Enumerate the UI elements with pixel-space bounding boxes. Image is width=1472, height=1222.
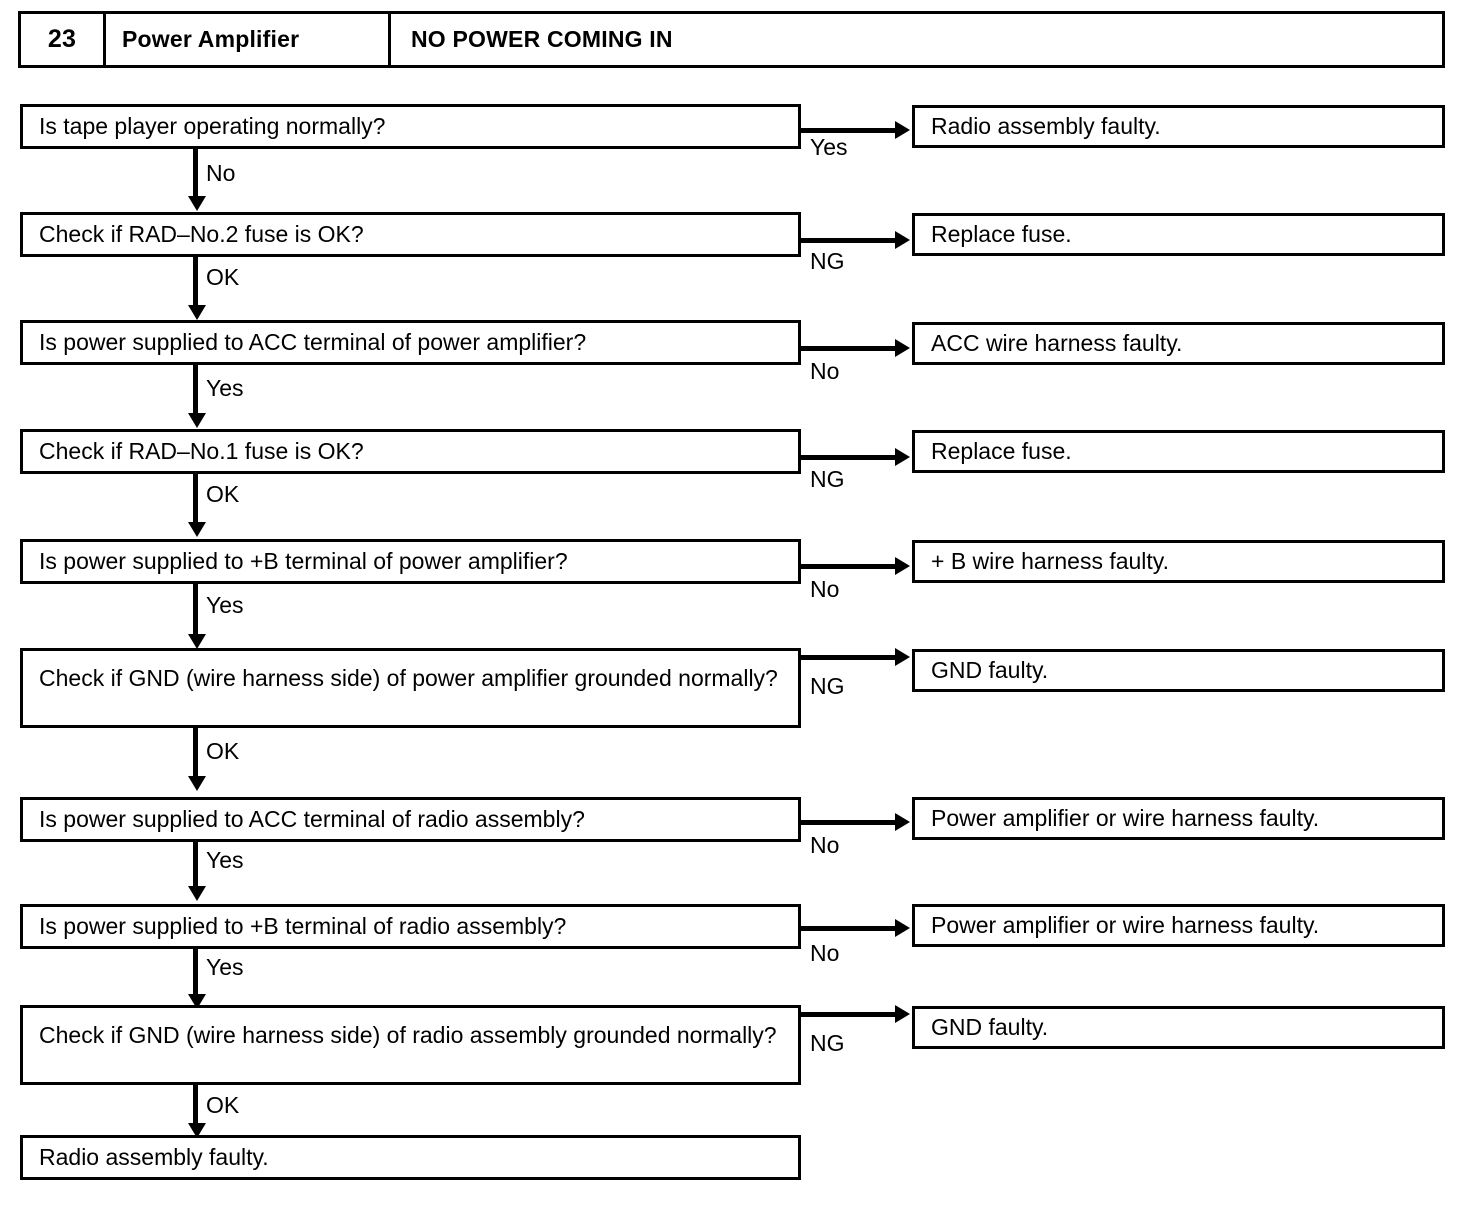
branch-arrowhead-8 [895,919,910,937]
question-box-4[interactable]: Check if RAD–No.1 fuse is OK? [20,429,801,474]
question-text-9: Check if GND (wire harness side) of radi… [39,1022,777,1048]
result-text-1: Radio assembly faulty. [931,113,1161,140]
question-box-7[interactable]: Is power supplied to ACC terminal of rad… [20,797,801,842]
branch-line-4 [800,455,897,460]
branch-line-8 [800,926,897,931]
flow-label-1: No [206,160,236,186]
flow-label-6: OK [206,738,240,764]
branch-label-7: No [810,832,840,858]
branch-label-1: Yes [810,134,848,160]
branch-line-7 [800,820,897,825]
question-text-4: Check if RAD–No.1 fuse is OK? [39,438,364,465]
branch-line-6 [800,655,897,660]
branch-line-5 [800,564,897,569]
header-component: Power Amplifier [106,14,391,65]
flow-arrowhead-4 [188,522,206,537]
flow-label-2: OK [206,264,240,290]
flow-line-6 [193,728,198,778]
flow-line-4 [193,474,198,524]
branch-arrowhead-2 [895,231,910,249]
branch-label-9: NG [810,1030,845,1056]
branch-arrowhead-3 [895,339,910,357]
question-text-5: Is power supplied to +B terminal of powe… [39,548,568,575]
flow-line-7 [193,842,198,888]
question-box-2[interactable]: Check if RAD–No.2 fuse is OK? [20,212,801,257]
flow-arrowhead-5 [188,634,206,649]
flow-arrowhead-6 [188,776,206,791]
question-box-8[interactable]: Is power supplied to +B terminal of radi… [20,904,801,949]
flow-line-2 [193,257,198,307]
question-box-3[interactable]: Is power supplied to ACC terminal of pow… [20,320,801,365]
flow-line-8 [193,948,198,996]
branch-label-2: NG [810,248,845,274]
branch-label-3: No [810,358,840,384]
question-box-5[interactable]: Is power supplied to +B terminal of powe… [20,539,801,584]
result-text-5: + B wire harness faulty. [931,548,1169,575]
flow-line-1 [193,148,198,198]
question-text-1: Is tape player operating normally? [39,113,386,140]
flow-label-7: Yes [206,847,244,873]
question-text-8: Is power supplied to +B terminal of radi… [39,913,567,940]
flow-arrowhead-1 [188,196,206,211]
result-box-7[interactable]: Power amplifier or wire harness faulty. [912,797,1445,840]
question-box-1[interactable]: Is tape player operating normally? [20,104,801,149]
header-symptom: NO POWER COMING IN [411,26,673,52]
branch-line-3 [800,346,897,351]
branch-line-2 [800,238,897,243]
flow-line-9 [193,1085,198,1125]
branch-arrowhead-7 [895,813,910,831]
question-text-6: Check if GND (wire harness side) of powe… [39,665,778,691]
flow-arrowhead-7 [188,886,206,901]
branch-arrowhead-6 [895,648,910,666]
flow-label-3: Yes [206,375,244,401]
result-text-3: ACC wire harness faulty. [931,330,1183,357]
flow-arrowhead-9 [188,1123,206,1138]
branch-arrowhead-5 [895,557,910,575]
result-text-6: GND faulty. [931,657,1049,684]
result-text-8: Power amplifier or wire harness faulty. [931,912,1320,939]
flow-arrowhead-3 [188,413,206,428]
flow-line-5 [193,584,198,636]
question-box-6[interactable]: Check if GND (wire harness side) of powe… [20,648,801,728]
header-number: 23 [21,14,106,65]
result-text-9: GND faulty. [931,1014,1049,1041]
flow-arrowhead-2 [188,305,206,320]
result-box-5[interactable]: + B wire harness faulty. [912,540,1445,583]
result-box-1[interactable]: Radio assembly faulty. [912,105,1445,148]
result-text-2: Replace fuse. [931,221,1072,248]
result-box-6[interactable]: GND faulty. [912,649,1445,692]
flow-label-4: OK [206,481,240,507]
branch-arrowhead-1 [895,121,910,139]
branch-arrowhead-4 [895,448,910,466]
result-text-4: Replace fuse. [931,438,1072,465]
result-box-4[interactable]: Replace fuse. [912,430,1445,473]
result-text-7: Power amplifier or wire harness faulty. [931,805,1320,832]
result-box-8[interactable]: Power amplifier or wire harness faulty. [912,904,1445,947]
final-result-text: Radio assembly faulty. [39,1144,269,1171]
branch-label-8: No [810,940,840,966]
question-text-2: Check if RAD–No.2 fuse is OK? [39,221,364,248]
branch-line-1 [800,128,897,133]
branch-label-6: NG [810,673,845,699]
result-box-9[interactable]: GND faulty. [912,1006,1445,1049]
page-header: 23 Power Amplifier NO POWER COMING IN [18,11,1445,68]
branch-label-5: No [810,576,840,602]
result-box-2[interactable]: Replace fuse. [912,213,1445,256]
question-box-9[interactable]: Check if GND (wire harness side) of radi… [20,1005,801,1085]
branch-arrowhead-9 [895,1005,910,1023]
flow-line-3 [193,365,198,415]
flow-label-8: Yes [206,954,244,980]
flow-label-5: Yes [206,592,244,618]
branch-label-4: NG [810,466,845,492]
result-box-3[interactable]: ACC wire harness faulty. [912,322,1445,365]
final-result-box[interactable]: Radio assembly faulty. [20,1135,801,1180]
question-text-7: Is power supplied to ACC terminal of rad… [39,806,585,833]
flow-label-9: OK [206,1092,240,1118]
question-text-3: Is power supplied to ACC terminal of pow… [39,329,587,356]
branch-line-9 [800,1012,897,1017]
